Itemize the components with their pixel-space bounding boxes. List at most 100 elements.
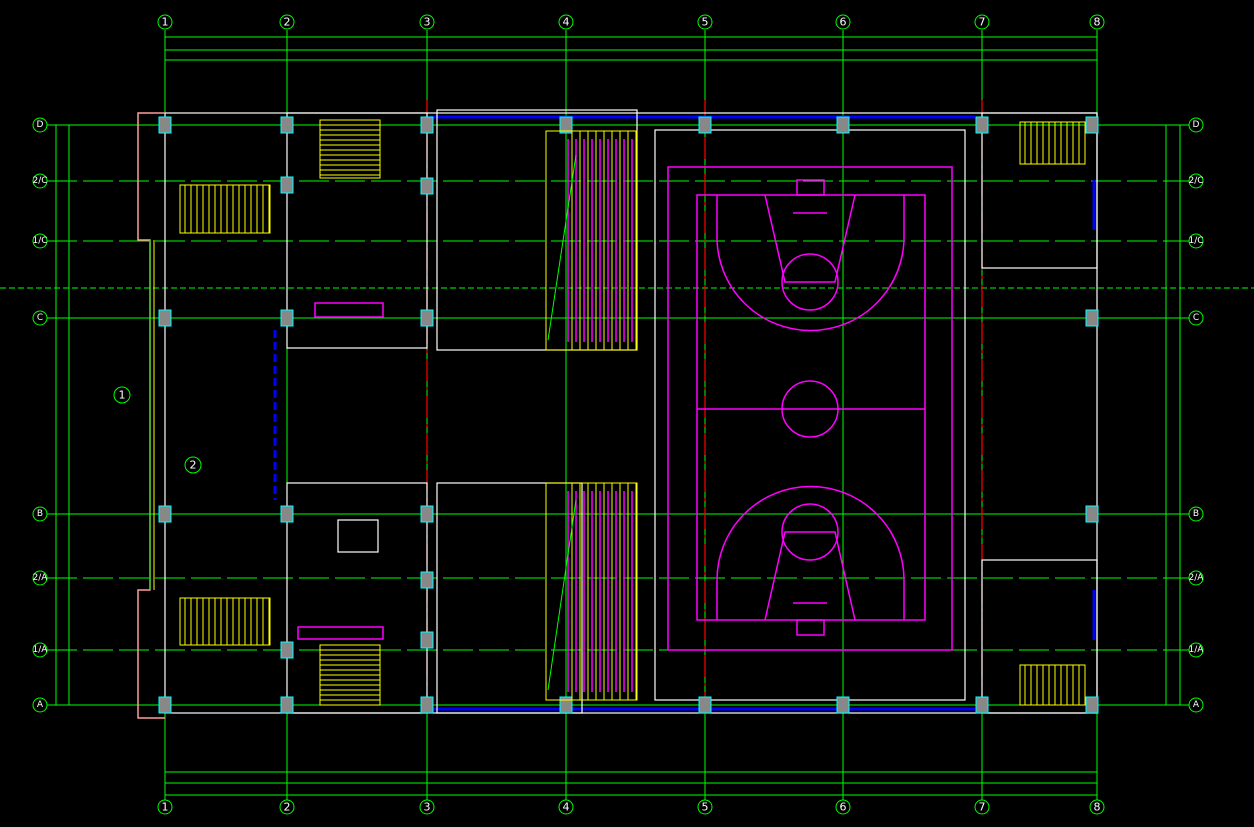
structural-column: [280, 641, 294, 659]
structural-column: [836, 696, 850, 714]
axis-bubble-row-1-A-right[interactable]: 1/A: [1188, 642, 1205, 658]
svg-text:2/C: 2/C: [1188, 176, 1203, 186]
axis-bubble-col-4-bottom[interactable]: 4: [558, 799, 574, 815]
axis-bubble-row-A-right[interactable]: A: [1188, 697, 1204, 713]
axis-bubble-row-1-C-right[interactable]: 1/C: [1188, 233, 1204, 249]
axis-bubble-row-B-right[interactable]: B: [1188, 506, 1204, 522]
axis-bubble-row-A-left[interactable]: A: [32, 697, 48, 713]
axis-bubble-col-3-top[interactable]: 3: [419, 14, 435, 30]
axis-bubble-col-7-top[interactable]: 7: [974, 14, 990, 30]
axis-bubble-row-C-left[interactable]: C: [32, 310, 48, 326]
structural-column: [158, 696, 172, 714]
axis-bubble-col-6-top[interactable]: 6: [835, 14, 851, 30]
axis-bubble-col-3-bottom[interactable]: 3: [419, 799, 435, 815]
svg-text:2/A: 2/A: [33, 573, 49, 583]
svg-text:4: 4: [563, 801, 570, 814]
structural-column: [698, 696, 712, 714]
dimension-lines-side: [55, 125, 1181, 705]
structural-column: [1085, 505, 1099, 523]
svg-text:5: 5: [702, 801, 709, 814]
axis-bubble-col-6-bottom[interactable]: 6: [835, 799, 851, 815]
basketball-court: [667, 166, 953, 651]
svg-text:1/A: 1/A: [33, 645, 49, 655]
svg-text:A: A: [37, 700, 44, 710]
axis-bubble-row-2-A-left[interactable]: 2/A: [32, 570, 49, 586]
structural-column: [420, 571, 434, 589]
axis-bubble-col-5-top[interactable]: 5: [697, 14, 713, 30]
structural-column: [280, 696, 294, 714]
svg-text:6: 6: [840, 801, 847, 814]
dimension-lines-top: [165, 36, 1097, 61]
svg-text:C: C: [1193, 313, 1199, 323]
svg-text:7: 7: [979, 801, 986, 814]
detail-callout-1[interactable]: 1: [113, 386, 131, 404]
svg-text:B: B: [37, 509, 43, 519]
axis-bubble-row-D-left[interactable]: D: [32, 117, 48, 133]
axis-bubble-row-2-C-right[interactable]: 2/C: [1188, 173, 1204, 189]
axis-bubble-row-2-C-left[interactable]: 2/C: [32, 173, 48, 189]
center-lines: [426, 100, 983, 720]
bleachers: [545, 130, 638, 701]
axis-bubble-col-1-top[interactable]: 1: [157, 14, 173, 30]
axis-bubble-row-C-right[interactable]: C: [1188, 310, 1204, 326]
axis-bubble-col-7-bottom[interactable]: 7: [974, 799, 990, 815]
structural-column: [158, 505, 172, 523]
structural-column: [559, 116, 573, 134]
structural-column: [836, 116, 850, 134]
axis-bubble-col-1-bottom[interactable]: 1: [157, 799, 173, 815]
structural-column: [158, 116, 172, 134]
dimension-lines-bottom: [165, 771, 1097, 796]
svg-text:2/A: 2/A: [1189, 573, 1205, 583]
axis-bubble-row-1-C-left[interactable]: 1/C: [32, 233, 48, 249]
svg-text:2: 2: [190, 459, 197, 472]
structural-column: [280, 505, 294, 523]
structural-column: [698, 116, 712, 134]
svg-text:8: 8: [1094, 801, 1101, 814]
structural-column: [1085, 116, 1099, 134]
axis-bubble-col-2-bottom[interactable]: 2: [279, 799, 295, 815]
structural-column: [420, 631, 434, 649]
structural-column: [975, 696, 989, 714]
svg-text:7: 7: [979, 16, 986, 29]
svg-text:4: 4: [563, 16, 570, 29]
structural-columns: [158, 116, 1099, 714]
svg-text:D: D: [37, 120, 44, 130]
axis-bubble-col-8-top[interactable]: 8: [1089, 14, 1105, 30]
structural-column: [975, 116, 989, 134]
axis-bubble-row-2-A-right[interactable]: 2/A: [1188, 570, 1205, 586]
structural-column: [420, 177, 434, 195]
svg-text:C: C: [37, 313, 43, 323]
structural-column: [559, 696, 573, 714]
structural-column: [280, 116, 294, 134]
structural-column: [420, 309, 434, 327]
structural-column: [158, 309, 172, 327]
svg-text:A: A: [1193, 700, 1200, 710]
svg-text:1/C: 1/C: [32, 236, 47, 246]
structural-column: [1085, 309, 1099, 327]
svg-text:D: D: [1193, 120, 1200, 130]
svg-text:1/A: 1/A: [1189, 645, 1205, 655]
structural-column: [420, 696, 434, 714]
axis-bubble-col-5-bottom[interactable]: 5: [697, 799, 713, 815]
svg-text:1: 1: [119, 389, 126, 402]
svg-text:5: 5: [702, 16, 709, 29]
svg-text:8: 8: [1094, 16, 1101, 29]
svg-text:1: 1: [162, 16, 169, 29]
axis-bubble-col-4-top[interactable]: 4: [558, 14, 574, 30]
exterior-walls: [137, 109, 1098, 719]
structural-column: [280, 176, 294, 194]
svg-text:1/C: 1/C: [1188, 236, 1203, 246]
axis-bubble-col-2-top[interactable]: 2: [279, 14, 295, 30]
axis-bubble-row-1-A-left[interactable]: 1/A: [32, 642, 49, 658]
detail-callout-2[interactable]: 2: [184, 456, 202, 474]
axis-bubble-col-8-bottom[interactable]: 8: [1089, 799, 1105, 815]
structural-column: [1085, 696, 1099, 714]
axis-bubble-row-B-left[interactable]: B: [32, 506, 48, 522]
axis-bubble-row-D-right[interactable]: D: [1188, 117, 1204, 133]
restroom-fixtures: [297, 302, 384, 640]
structural-column: [420, 505, 434, 523]
structural-column: [280, 309, 294, 327]
svg-text:2: 2: [284, 16, 291, 29]
